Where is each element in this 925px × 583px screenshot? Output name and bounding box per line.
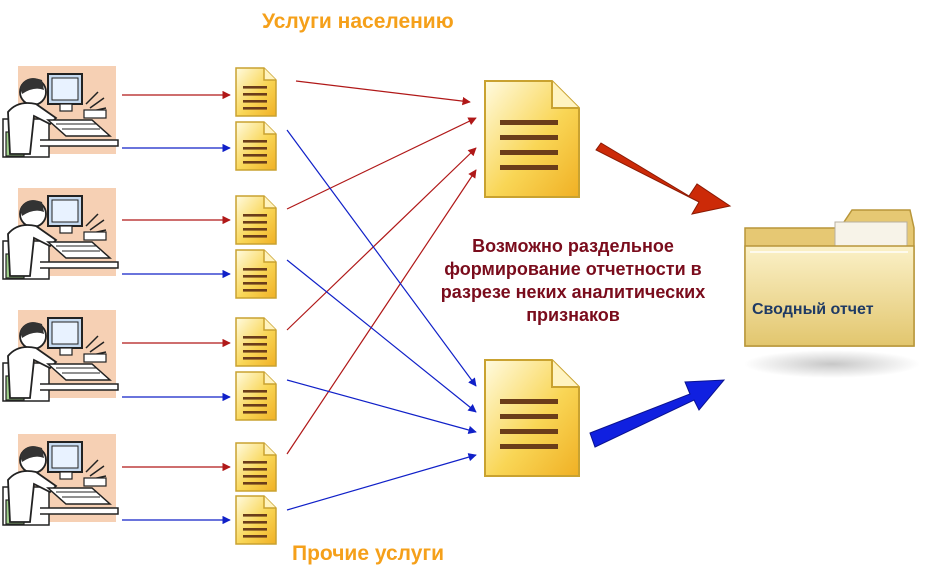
document-icon: [235, 442, 277, 492]
document-icon: [235, 195, 277, 245]
document-icon: [235, 317, 277, 367]
small-documents: [235, 67, 277, 545]
document-icon: [235, 495, 277, 545]
operator-1-icon: [2, 65, 119, 158]
operator-2-icon: [2, 187, 119, 280]
document-icon: [235, 371, 277, 421]
document-icon: [235, 121, 277, 171]
document-icon: [235, 67, 277, 117]
big-blue-arrow: [589, 379, 726, 448]
operator-4-icon: [2, 433, 119, 526]
document-icon: [235, 249, 277, 299]
services-report-document-icon: [484, 80, 580, 198]
summary-report-label: Сводный отчет: [752, 301, 874, 318]
other-report-document-icon: [484, 359, 580, 477]
operator-3-icon: [2, 309, 119, 402]
document-to-report-arrows: [286, 80, 477, 511]
big-red-arrow: [595, 142, 732, 215]
center-note: Возможно раздельное формирование отчетно…: [440, 236, 706, 325]
services-group-title: Услуги населению: [262, 10, 454, 33]
other-services-group-title: Прочие услуги: [292, 542, 445, 565]
folder-icon: [744, 209, 920, 378]
operator-to-document-arrows: [122, 90, 231, 525]
